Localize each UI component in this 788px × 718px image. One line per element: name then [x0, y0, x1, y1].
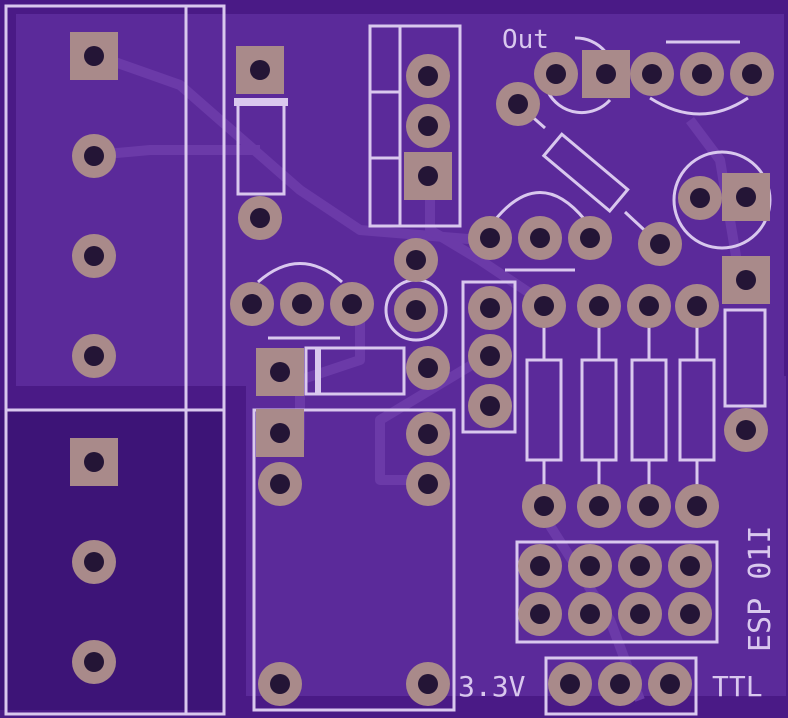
drill-hole — [589, 496, 609, 516]
drill-hole — [530, 228, 550, 248]
drill-hole — [270, 474, 290, 494]
drill-hole — [642, 64, 662, 84]
drill-hole — [736, 187, 756, 207]
drill-hole — [84, 46, 104, 66]
drill-hole — [418, 474, 438, 494]
drill-hole — [84, 652, 104, 672]
ttl-header-outline — [544, 656, 698, 716]
drill-hole — [418, 166, 438, 186]
drill-hole — [418, 674, 438, 694]
label-out: Out — [502, 25, 549, 55]
drill-hole — [270, 362, 290, 382]
drill-hole — [560, 674, 580, 694]
label-3v3: 3.3V — [458, 670, 526, 703]
label-ttl: TTL — [712, 670, 763, 703]
esp-header-outline — [515, 540, 719, 644]
header-3pin-outline — [368, 24, 462, 228]
drill-hole — [680, 556, 700, 576]
drill-hole — [687, 296, 707, 316]
drill-hole — [508, 94, 528, 114]
drill-hole — [534, 496, 554, 516]
drill-hole — [406, 250, 426, 270]
drill-hole — [639, 296, 659, 316]
drill-hole — [84, 552, 104, 572]
drill-hole — [84, 246, 104, 266]
drill-hole — [406, 300, 426, 320]
pads — [70, 32, 774, 706]
drill-hole — [480, 346, 500, 366]
drill-hole — [292, 294, 312, 314]
drill-hole — [534, 296, 554, 316]
drill-hole — [84, 346, 104, 366]
drill-hole — [680, 604, 700, 624]
drill-hole — [418, 424, 438, 444]
drill-hole — [250, 208, 270, 228]
drill-hole — [639, 496, 659, 516]
silkscreen — [4, 4, 772, 716]
drill-hole — [736, 420, 756, 440]
drill-hole — [480, 228, 500, 248]
drill-hole — [650, 234, 670, 254]
label-esp: ESP 01I — [743, 526, 778, 652]
drill-hole — [342, 294, 362, 314]
drill-hole — [596, 64, 616, 84]
diode-outline — [304, 346, 406, 396]
drill-hole — [418, 358, 438, 378]
drill-hole — [418, 66, 438, 86]
drill-hole — [692, 64, 712, 84]
drill-hole — [250, 60, 270, 80]
drill-hole — [530, 556, 550, 576]
drill-hole — [480, 396, 500, 416]
drill-hole — [546, 64, 566, 84]
drill-hole — [580, 228, 600, 248]
drill-hole — [610, 674, 630, 694]
drill-hole — [630, 556, 650, 576]
drill-hole — [580, 556, 600, 576]
header-vertical-outline — [461, 280, 517, 434]
drill-hole — [270, 674, 290, 694]
drill-hole — [480, 298, 500, 318]
drill-hole — [242, 294, 262, 314]
drill-hole — [736, 270, 756, 290]
drill-hole — [660, 674, 680, 694]
drill-hole — [530, 604, 550, 624]
drill-hole — [589, 296, 609, 316]
drill-hole — [630, 604, 650, 624]
drill-hole — [84, 452, 104, 472]
drill-hole — [84, 146, 104, 166]
drill-hole — [742, 64, 762, 84]
relay-outline — [252, 408, 456, 712]
drill-hole — [687, 496, 707, 516]
drill-hole — [270, 423, 290, 443]
drill-hole — [580, 604, 600, 624]
drill-hole — [418, 116, 438, 136]
terminal-block-bottom — [4, 408, 226, 716]
drill-hole — [690, 188, 710, 208]
